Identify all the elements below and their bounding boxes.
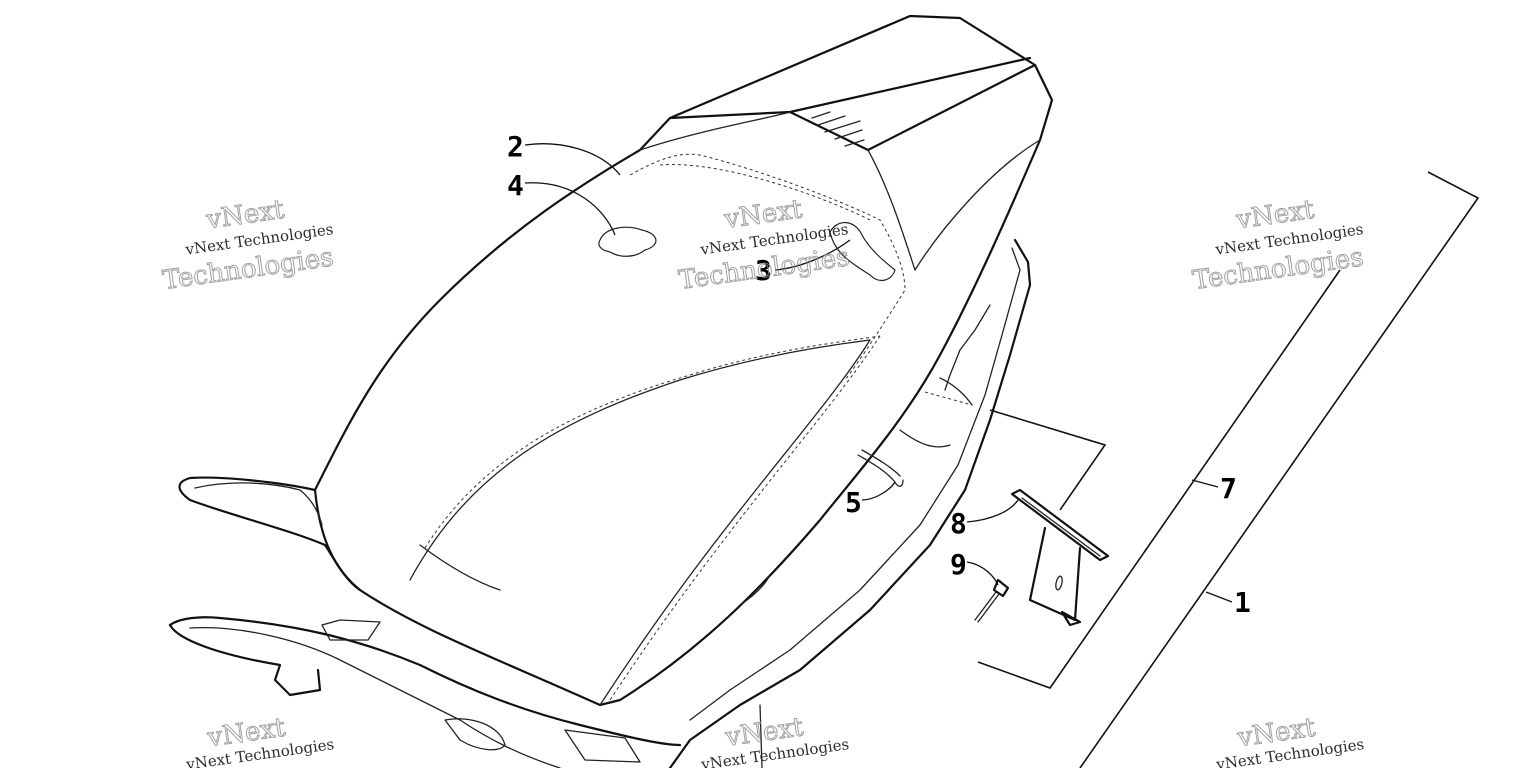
- leader-lines: [524, 143, 1233, 603]
- watermark-top-right: vNext vNext Technologies Technologies: [1190, 194, 1366, 296]
- callout-2: 2: [507, 130, 524, 163]
- watermark-bottom-left: vNext vNext Technologies: [184, 712, 335, 768]
- callout-7: 7: [1220, 472, 1237, 505]
- callout-5: 5: [845, 486, 862, 519]
- emblem-marks: [811, 111, 865, 147]
- seat-drawing: [168, 14, 1110, 768]
- foam-patch-3: [829, 222, 896, 282]
- watermark-top-left: vNext vNext Technologies Technologies: [160, 194, 336, 296]
- bracket-line-7: [977, 269, 1341, 689]
- hook-5: [857, 454, 904, 487]
- watermark-bottom-center: vNext vNext Technologies: [699, 712, 850, 768]
- callout-8: 8: [950, 507, 967, 540]
- callout-3: 3: [755, 254, 772, 287]
- callout-4: 4: [507, 169, 524, 202]
- watermark-bottom-right: vNext vNext Technologies: [1214, 712, 1365, 768]
- callouts: 1 2 3 4 5 7 8 9: [507, 130, 1251, 619]
- rivet-9: [974, 578, 1010, 623]
- watermark-top-center: vNext vNext Technologies Technologies: [676, 194, 852, 297]
- callout-9: 9: [950, 548, 967, 581]
- callout-1: 1: [1234, 586, 1251, 619]
- bracket-8: [1010, 488, 1110, 627]
- assembly-brackets: [977, 171, 1480, 768]
- foam-patch-4: [598, 226, 657, 257]
- bracket-line-1: [1079, 171, 1480, 768]
